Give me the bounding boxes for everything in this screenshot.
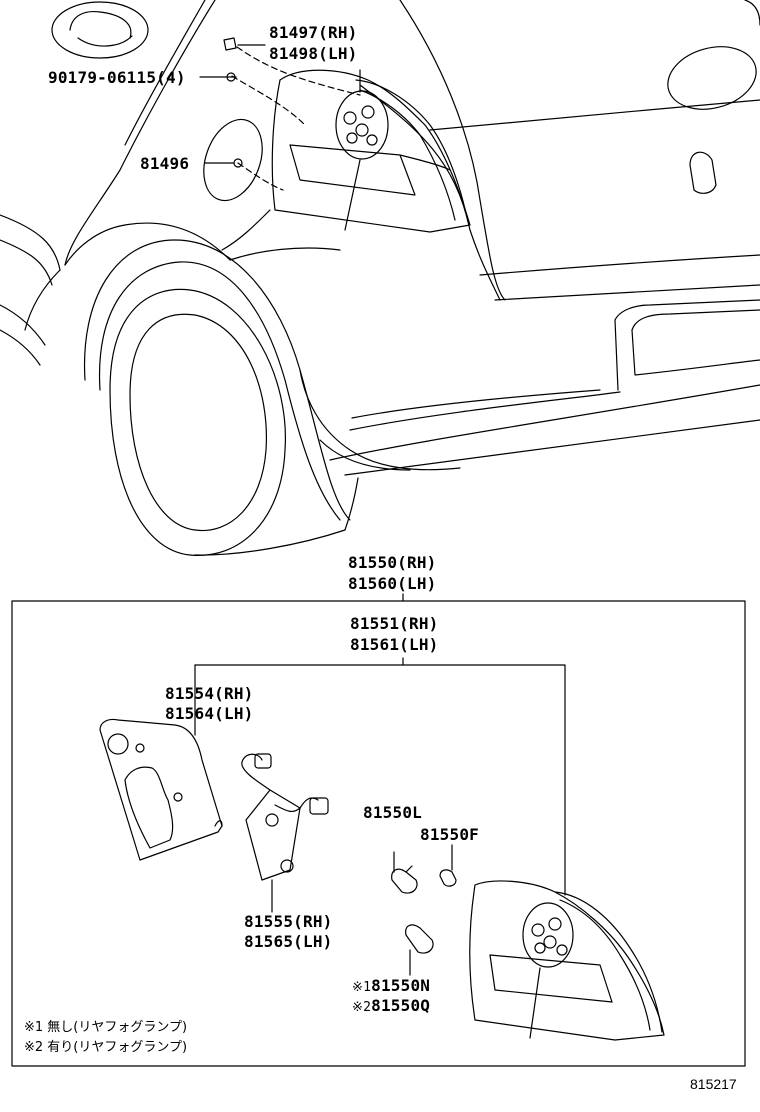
note-1: ※1 無し(リヤフォグランプ) bbox=[24, 1020, 188, 1035]
leader-lines-top bbox=[200, 45, 360, 163]
label-lens-rh: 81551(RH) bbox=[350, 614, 439, 633]
mark-note1: ※1 bbox=[352, 980, 372, 995]
label-socket-lh: 81565(LH) bbox=[244, 932, 333, 951]
label-clip-lh: 81498(LH) bbox=[269, 44, 358, 63]
tail-lamp-installed bbox=[272, 70, 470, 232]
socket-wire-part bbox=[242, 754, 328, 912]
label-bulb-n: ※181550N bbox=[352, 976, 430, 998]
gasket-part bbox=[100, 719, 222, 860]
label-bulb-q: ※281550Q bbox=[352, 996, 430, 1018]
label-bulb-f: 81550F bbox=[420, 825, 479, 844]
label-clip-rh: 81497(RH) bbox=[269, 23, 358, 42]
label-socket-rh: 81555(RH) bbox=[244, 912, 333, 931]
bulbs bbox=[392, 845, 456, 975]
label-bolt: 81496 bbox=[140, 154, 190, 173]
label-lens-lh: 81561(LH) bbox=[350, 635, 439, 654]
label-nut: 90179-06115(4) bbox=[48, 68, 186, 87]
label-lamp-assy-lh: 81560(LH) bbox=[348, 574, 437, 593]
tail-lamp-exploded bbox=[470, 881, 664, 1040]
bulb-n-number: 81550N bbox=[371, 976, 431, 995]
label-gasket-lh: 81564(LH) bbox=[165, 704, 254, 723]
bulb-q-number: 81550Q bbox=[371, 996, 431, 1015]
label-lamp-assy-rh: 81550(RH) bbox=[348, 553, 437, 572]
assembly-frame bbox=[12, 594, 745, 1066]
label-gasket-rh: 81554(RH) bbox=[165, 684, 254, 703]
diagram-reference-number: 815217 bbox=[690, 1076, 737, 1092]
small-fasteners bbox=[224, 38, 242, 167]
label-bulb-l: 81550L bbox=[363, 803, 422, 822]
mark-note2: ※2 bbox=[352, 1000, 372, 1015]
car-body-outline bbox=[0, 0, 760, 555]
note-2: ※2 有り(リヤフォグランプ) bbox=[24, 1040, 188, 1055]
